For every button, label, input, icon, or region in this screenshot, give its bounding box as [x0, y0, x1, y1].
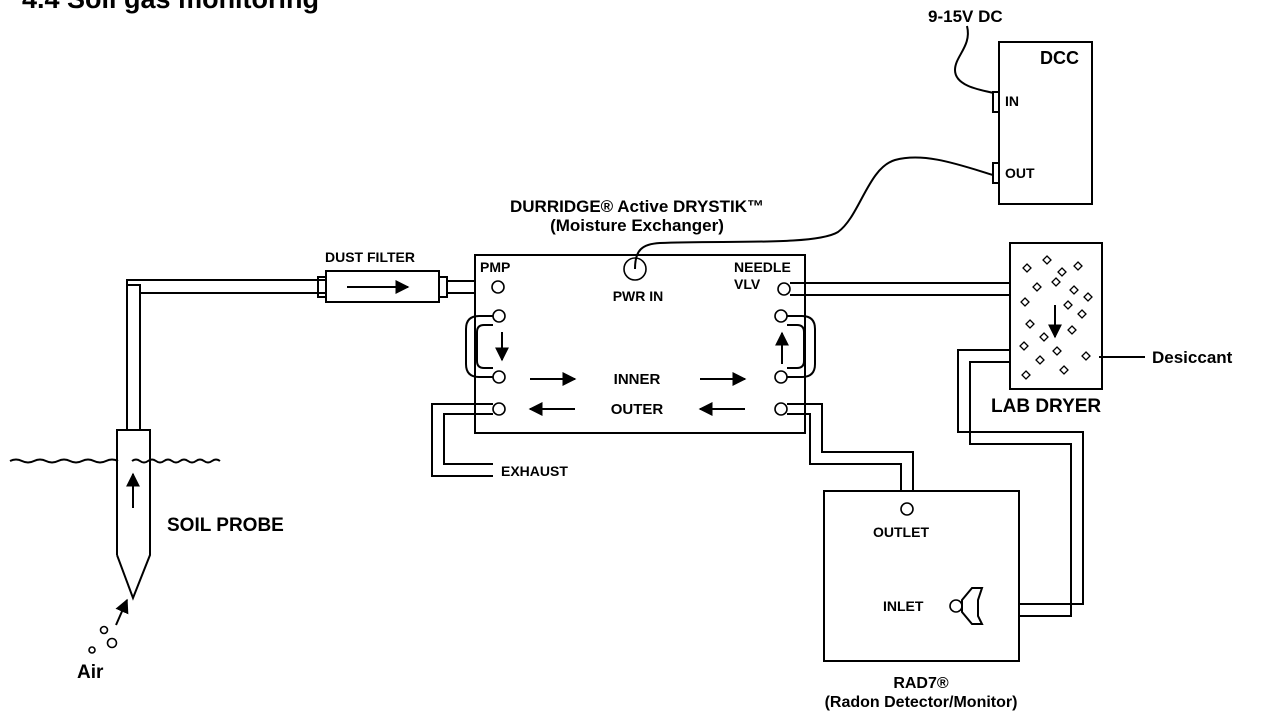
power-supply-label: 9-15V DC	[928, 7, 1003, 26]
rad7-title: RAD7®	[893, 675, 949, 692]
dcc-box	[998, 41, 1093, 205]
air-bubbles	[88, 598, 129, 654]
dcc-in-port	[992, 91, 1000, 113]
tube-exhaust	[431, 403, 493, 477]
needle-label: NEEDLE	[734, 259, 791, 275]
pmp-port	[491, 280, 505, 294]
drystik-subtitle: (Moisture Exchanger)	[550, 216, 724, 235]
desiccant-label: Desiccant	[1152, 348, 1233, 367]
tube-dryer-to-inlet	[957, 349, 1084, 617]
inlet-label: INLET	[883, 598, 924, 614]
lab-dryer-label: LAB DRYER	[991, 396, 1101, 417]
ground-line	[9, 458, 221, 464]
pmp-label: PMP	[480, 259, 510, 275]
power-cable-to-drystik	[634, 156, 994, 270]
dcc-out-label: OUT	[1005, 165, 1035, 181]
inner-label: INNER	[614, 371, 661, 388]
pwr-in-label: PWR IN	[613, 288, 664, 304]
tube-outer-to-outlet	[787, 403, 914, 503]
soil-probe-label: SOIL PROBE	[167, 515, 284, 536]
outlet-label: OUTLET	[873, 524, 929, 540]
inlet-fitting	[949, 587, 984, 625]
needle-valve-port	[777, 282, 791, 296]
power-cable	[953, 25, 995, 94]
dcc-in-label: IN	[1005, 93, 1019, 109]
outer-port-left	[492, 402, 506, 416]
outer-port-right	[774, 402, 788, 416]
outer-label: OUTER	[611, 401, 664, 418]
dcc-out-port	[992, 162, 1000, 184]
drystik-title: DURRIDGE® Active DRYSTIK™	[510, 197, 764, 216]
tube-probe-to-filter	[126, 279, 326, 294]
desiccant-granules	[1019, 255, 1093, 380]
section-title: 4.4 Soil gas monitoring	[22, 0, 319, 14]
rad7-box	[823, 490, 1020, 662]
dust-filter-label: DUST FILTER	[325, 249, 415, 265]
soil-probe	[116, 284, 151, 601]
rad7-subtitle: (Radon Detector/Monitor)	[825, 694, 1018, 711]
vlv-label: VLV	[734, 276, 761, 292]
tube-needle-to-dryer	[790, 282, 1010, 296]
dcc-label: DCC	[1040, 48, 1079, 68]
dust-filter	[317, 270, 448, 303]
exhaust-label: EXHAUST	[501, 463, 568, 479]
left-loop	[465, 309, 509, 384]
air-label: Air	[77, 662, 104, 683]
outlet-port	[900, 502, 914, 516]
right-loop	[774, 309, 816, 384]
